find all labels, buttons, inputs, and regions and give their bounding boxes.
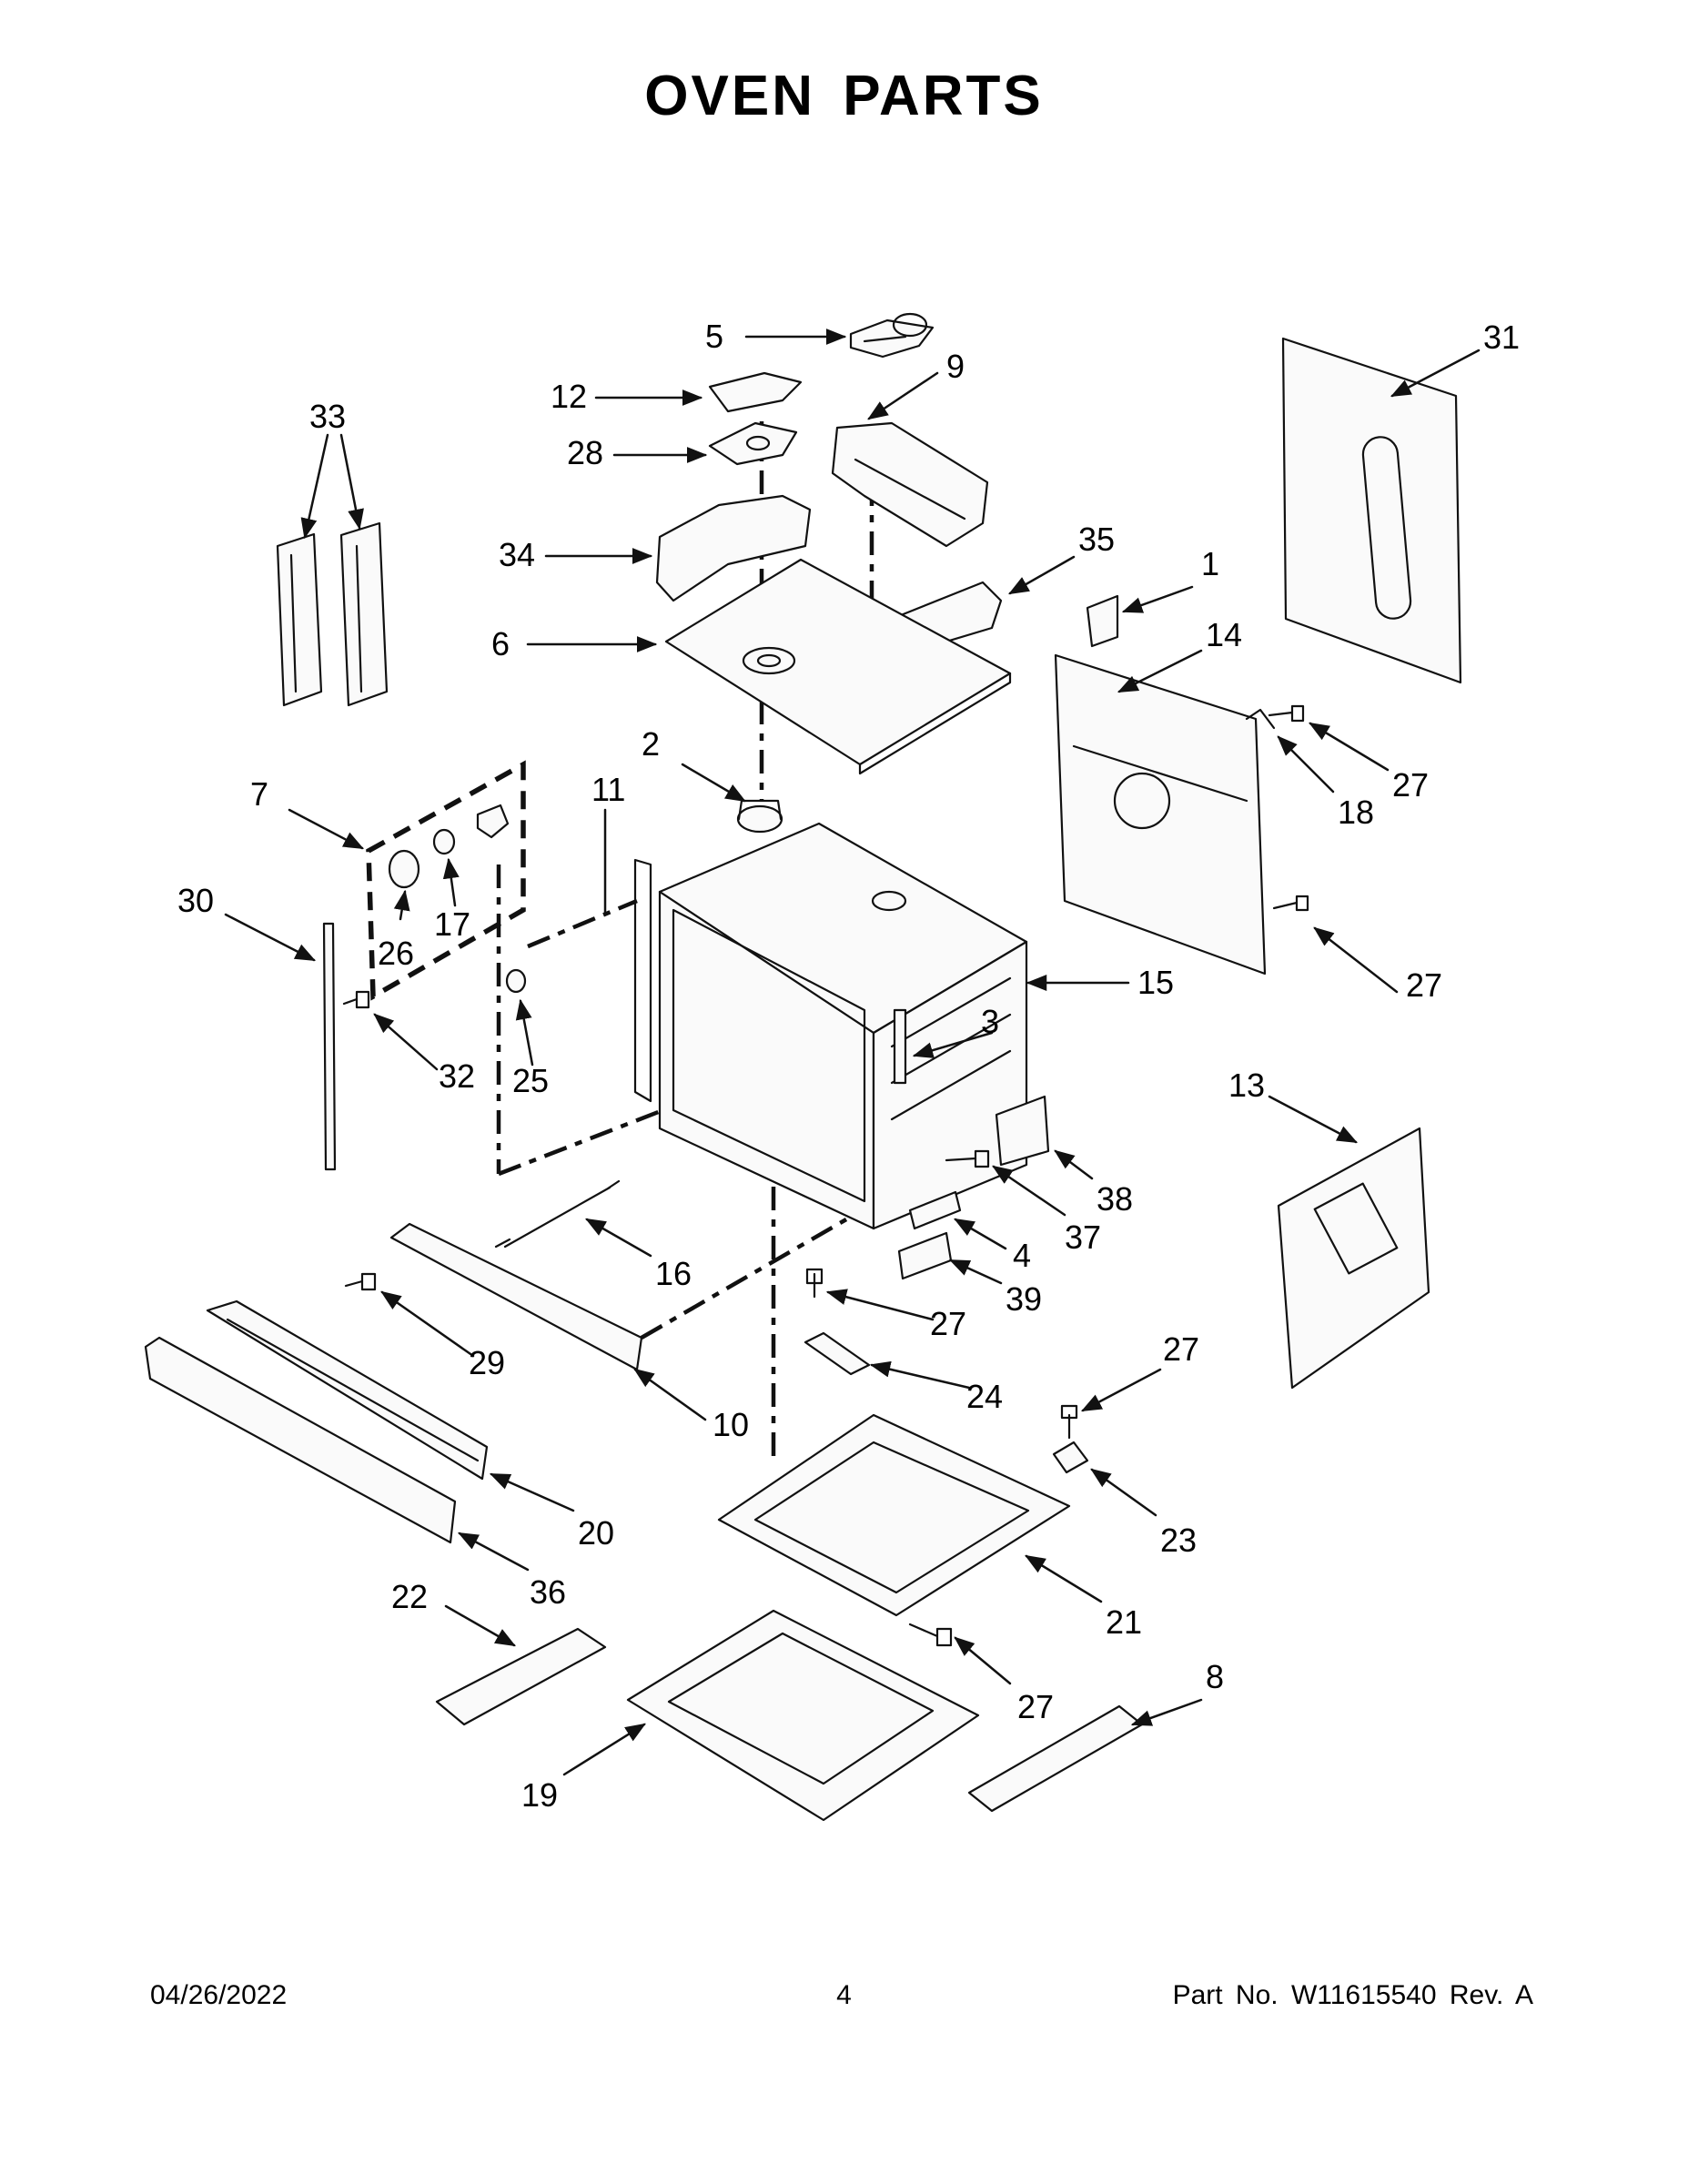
callout-21: 21 — [1106, 1603, 1142, 1641]
callout-27-c: 27 — [930, 1305, 966, 1342]
callout-25: 25 — [512, 1062, 549, 1099]
part-39-hinge-receiver[interactable] — [897, 1231, 953, 1280]
callout-5: 5 — [705, 318, 723, 355]
callout-31: 31 — [1483, 318, 1520, 356]
callout-36: 36 — [530, 1573, 566, 1611]
callout-23: 23 — [1160, 1522, 1197, 1559]
part-2-fan-motor[interactable] — [736, 799, 783, 834]
part-1-bracket[interactable] — [1086, 594, 1119, 648]
part-33-side-strips[interactable] — [276, 521, 389, 707]
part-24-bracket[interactable] — [804, 1331, 871, 1376]
part-5-control-board[interactable] — [849, 312, 935, 359]
part-10-front-trim[interactable] — [389, 1222, 643, 1371]
part-25-plug[interactable] — [505, 968, 527, 994]
part-9-air-duct[interactable] — [831, 421, 989, 548]
footer-part-number: Part No. W11615540 Rev. A — [1172, 1980, 1533, 2010]
callout-35: 35 — [1078, 521, 1115, 558]
callout-26: 26 — [378, 935, 414, 972]
callout-27-a: 27 — [1392, 766, 1429, 804]
callout-18: 18 — [1338, 794, 1374, 831]
callout-4: 4 — [1013, 1237, 1031, 1274]
callout-19: 19 — [521, 1776, 558, 1814]
callout-9: 9 — [946, 348, 965, 385]
callout-27-b: 27 — [1406, 966, 1442, 1004]
part-11-door-gasket[interactable] — [633, 858, 652, 1103]
part-30-trim-strip[interactable] — [322, 922, 337, 1171]
part-32-screw[interactable] — [342, 990, 370, 1009]
part-38-vent-cover[interactable] — [995, 1095, 1050, 1167]
callout-24: 24 — [966, 1378, 1003, 1415]
part-27-screw-d[interactable] — [1060, 1404, 1078, 1440]
part-21-bottom-tray[interactable] — [717, 1413, 1071, 1617]
part-20-vent-grille[interactable] — [206, 1299, 489, 1481]
part-27-screw-b[interactable] — [1272, 895, 1309, 912]
callout-29: 29 — [469, 1344, 505, 1381]
part-19-bottom-panel[interactable] — [626, 1609, 980, 1822]
part-16-probe[interactable] — [494, 1179, 621, 1249]
callout-22: 22 — [391, 1578, 428, 1615]
part-8-rail[interactable] — [967, 1704, 1144, 1813]
part-36-lower-trim[interactable] — [144, 1336, 457, 1544]
part-37-screw[interactable] — [945, 1149, 990, 1168]
part-34-baffle[interactable] — [655, 494, 812, 602]
callout-10: 10 — [713, 1406, 749, 1443]
page-title: OVEN PARTS — [644, 65, 1044, 127]
part-12-cover-plate[interactable] — [708, 371, 803, 413]
callout-2: 2 — [642, 725, 660, 763]
callout-12: 12 — [551, 378, 587, 415]
callout-38: 38 — [1097, 1180, 1133, 1218]
part-7-light-assembly-group[interactable] — [366, 760, 526, 1001]
callout-33: 33 — [309, 398, 346, 435]
callout-27-e: 27 — [1017, 1688, 1054, 1725]
callout-32: 32 — [439, 1057, 475, 1095]
callout-16: 16 — [655, 1255, 692, 1292]
callout-39: 39 — [1006, 1280, 1042, 1318]
footer-date: 04/26/2022 — [150, 1980, 288, 2010]
part-27-screw-e[interactable] — [908, 1623, 953, 1647]
callout-27-d: 27 — [1163, 1330, 1199, 1368]
callout-14: 14 — [1206, 616, 1242, 653]
part-15-oven-cavity[interactable] — [658, 822, 1028, 1230]
callout-3: 3 — [981, 1003, 999, 1040]
part-29-screw[interactable] — [344, 1272, 377, 1291]
callout-8: 8 — [1206, 1658, 1224, 1695]
callout-6: 6 — [491, 625, 510, 662]
part-14-back-panel[interactable] — [1054, 653, 1267, 976]
callout-1: 1 — [1201, 545, 1219, 582]
part-27-screw-a[interactable] — [1268, 704, 1305, 723]
callout-28: 28 — [567, 434, 603, 471]
callout-15: 15 — [1137, 964, 1174, 1001]
callout-11: 11 — [591, 771, 625, 808]
part-18-clip[interactable] — [1245, 708, 1276, 730]
callout-34: 34 — [499, 536, 535, 573]
callout-30: 30 — [177, 882, 214, 919]
callout-7: 7 — [250, 775, 268, 813]
part-3-sensor[interactable] — [893, 1008, 907, 1085]
part-31-side-panel[interactable] — [1281, 337, 1462, 684]
part-4-bracket[interactable] — [908, 1190, 962, 1230]
footer-page-number: 4 — [836, 1980, 852, 2010]
callout-13: 13 — [1228, 1067, 1265, 1104]
part-23-bracket[interactable] — [1052, 1441, 1089, 1474]
part-6-top-panel[interactable] — [664, 558, 1012, 775]
part-28-fan-mount[interactable] — [708, 421, 798, 466]
part-27-screw-c[interactable] — [805, 1268, 824, 1299]
callout-arrows — [224, 329, 1481, 1776]
callout-20: 20 — [578, 1514, 614, 1552]
callout-17: 17 — [434, 905, 470, 943]
callout-37: 37 — [1065, 1218, 1101, 1256]
callout-labels: 5 9 12 28 31 33 34 35 1 6 14 27 18 2 7 1… — [177, 318, 1520, 1814]
part-22-rail[interactable] — [435, 1627, 607, 1726]
part-13-side-panel[interactable] — [1277, 1127, 1430, 1390]
